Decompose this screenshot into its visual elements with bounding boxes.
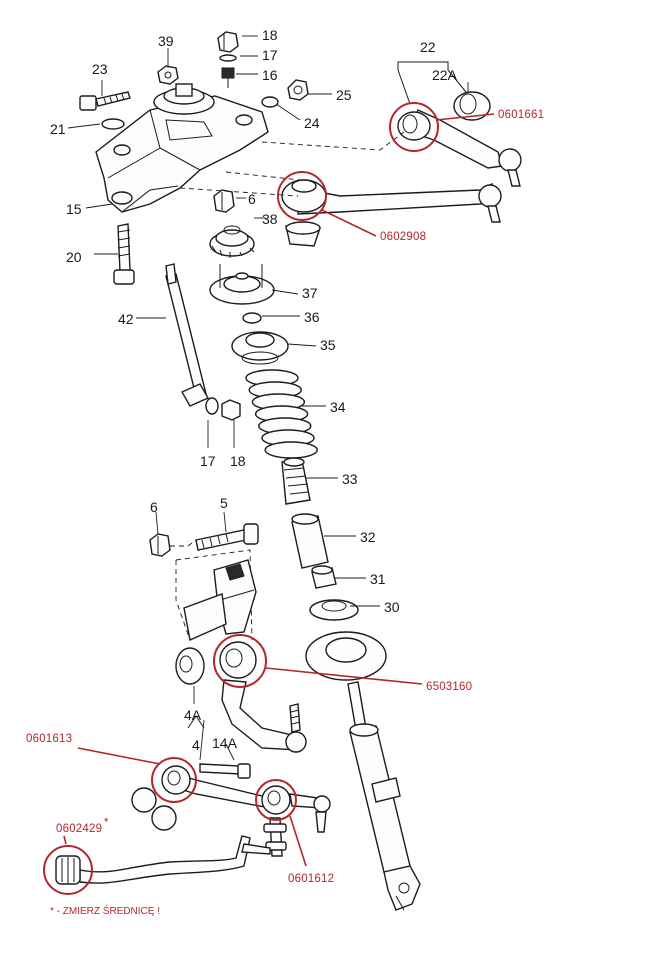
mount-plate-37 (209, 264, 275, 305)
bracket-22 (397, 61, 449, 70)
washer-21 (101, 118, 125, 130)
mount-dash-2 (179, 187, 299, 197)
lower-arm-bushing (219, 641, 257, 679)
ref-0601613: 0601613 (26, 733, 72, 745)
spring-seat-30 (309, 599, 359, 621)
part-number-labels: 18 39 17 16 23 25 22 22A 21 24 15 6 38 2… (50, 27, 458, 753)
reference-numbers: 0601661 0602908 6503160 0601613 0602429 … (26, 109, 544, 917)
spring-coil (264, 441, 318, 459)
mount-dash (225, 171, 301, 181)
nut-39 (157, 65, 179, 85)
ref-0602429-star: * (104, 817, 109, 829)
label-17-bottom: 17 (200, 453, 216, 469)
label-37: 37 (302, 285, 318, 301)
ref-0601661: 0601661 (498, 109, 544, 121)
label-30: 30 (384, 599, 400, 615)
bracket-outline-dash-2 (175, 560, 191, 641)
ref-0602429: 0602429 (56, 823, 102, 835)
label-22: 22 (420, 39, 436, 55)
label-35: 35 (320, 337, 336, 353)
link-rod-42 (165, 263, 241, 421)
ref-6503160: 6503160 (426, 681, 472, 693)
bolt-5 (195, 523, 259, 551)
trailing-link (131, 765, 331, 833)
bolt-20 (113, 223, 135, 285)
ref-0601612: 0601612 (288, 873, 334, 885)
dust-boot-32 (291, 513, 329, 569)
highlight-0601612 (255, 779, 297, 821)
label-22a: 22A (432, 67, 458, 83)
nut-6-lower (149, 533, 171, 557)
leader-lines (67, 35, 469, 761)
label-21: 21 (50, 121, 66, 137)
label-17-top: 17 (262, 47, 278, 63)
highlight-6503160 (213, 634, 267, 688)
label-4: 4 (192, 737, 200, 753)
lower-arm-bracket (183, 559, 257, 641)
label-42: 42 (118, 311, 134, 327)
link-14a (199, 763, 251, 779)
label-4a: 4A (184, 707, 202, 723)
upper-arm-bushing (397, 111, 431, 141)
stop-ring-31 (311, 565, 337, 589)
upper-mount-bushing (281, 179, 327, 247)
label-14a: 14A (212, 735, 238, 751)
label-18-bottom: 18 (230, 453, 246, 469)
label-23: 23 (92, 61, 108, 77)
label-34: 34 (330, 399, 346, 415)
label-33: 33 (342, 471, 358, 487)
arm-to-bracket-dash (261, 131, 405, 151)
bolt-alignment-dash (170, 539, 197, 547)
washer-24 (261, 96, 279, 108)
label-32: 32 (360, 529, 376, 545)
coil-spring-34 (245, 369, 318, 459)
label-20: 20 (66, 249, 82, 265)
label-5: 5 (220, 495, 228, 511)
lower-control-arm-4 (221, 679, 307, 753)
label-6-lower: 6 (150, 499, 158, 515)
label-16: 16 (262, 67, 278, 83)
strut-bearing-38 (209, 225, 255, 258)
bracket-22-leg-2 (447, 69, 467, 93)
bracket-4 (187, 715, 205, 729)
bushing-22a (453, 91, 491, 121)
strut-tower-bracket (95, 83, 269, 213)
label-38: 38 (262, 211, 278, 227)
highlights (43, 102, 495, 895)
bushing-4a (175, 647, 205, 685)
nut-6-top (213, 189, 235, 213)
label-31: 31 (370, 571, 386, 587)
label-25: 25 (336, 87, 352, 103)
bracket-22-leg-1 (397, 69, 411, 105)
nut-25 (287, 79, 309, 101)
shock-absorber (347, 681, 421, 911)
bracket-outline-dash (175, 549, 253, 641)
washer-36 (242, 312, 262, 324)
label-24: 24 (304, 115, 320, 131)
measure-diameter-note: * - ZMIERZ ŚREDNICĘ ! (50, 904, 160, 917)
highlight-0602908 (277, 171, 327, 221)
bump-stop-33 (281, 457, 311, 505)
label-39: 39 (158, 33, 174, 49)
bolt-23 (79, 91, 131, 111)
highlight-0601661 (389, 102, 439, 152)
lower-spring-plate (305, 631, 387, 681)
highlight-0601613 (151, 757, 197, 803)
label-15: 15 (66, 201, 82, 217)
spring-seat-35 (231, 331, 289, 365)
ref-0602908: 0602908 (380, 231, 426, 243)
label-36: 36 (304, 309, 320, 325)
highlight-0602429 (43, 845, 93, 895)
label-18-top: 18 (262, 27, 278, 43)
top-nut-stack (217, 31, 239, 88)
stabilizer-bar (55, 817, 287, 885)
upper-control-arm (297, 109, 522, 223)
label-6-top: 6 (248, 191, 256, 207)
